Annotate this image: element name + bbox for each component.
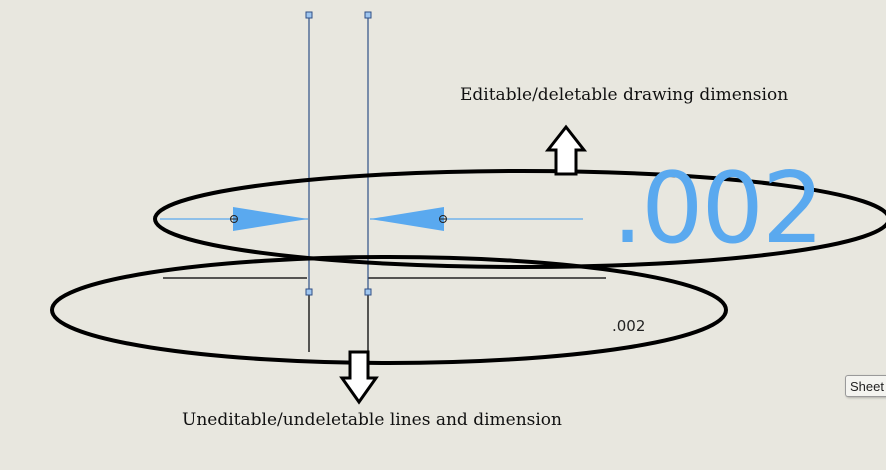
uneditable-dimension-ellipse — [50, 255, 728, 365]
extension-line-left-top-handle[interactable] — [305, 11, 313, 19]
extension-line-right-bottom-handle[interactable] — [364, 288, 372, 296]
arrow-grip-right[interactable] — [439, 215, 447, 223]
editable-dimension-label: Editable/deletable drawing dimension — [460, 85, 789, 105]
arrow-grip-left[interactable] — [230, 215, 238, 223]
down-arrow-icon — [339, 350, 379, 405]
uneditable-dimension-value: .002 — [612, 317, 646, 335]
editable-dimension-value[interactable]: .002 — [612, 152, 824, 266]
dimension-arrowhead-right[interactable] — [370, 207, 444, 231]
editable-dimension-ellipse — [153, 169, 886, 269]
extension-line-right-top-handle[interactable] — [364, 11, 372, 19]
uneditable-lines-label: Uneditable/undeletable lines and dimensi… — [182, 410, 562, 430]
sheet-tab[interactable]: Sheet — [845, 375, 886, 397]
dimension-arrowhead-left[interactable] — [233, 207, 308, 231]
up-arrow-icon — [544, 124, 588, 176]
extension-line-left-bottom-handle[interactable] — [305, 288, 313, 296]
